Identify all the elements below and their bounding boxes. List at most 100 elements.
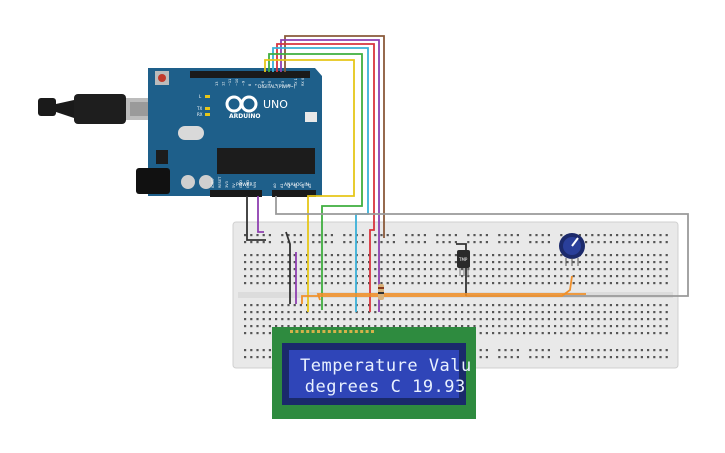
breadboard-hole[interactable] (324, 304, 327, 307)
breadboard-hole[interactable] (306, 325, 309, 328)
breadboard-hole[interactable] (622, 268, 625, 271)
breadboard-hole[interactable] (485, 261, 488, 264)
breadboard-hole[interactable] (616, 254, 619, 257)
breadboard-hole[interactable] (405, 311, 408, 314)
breadboard-rail-hole[interactable] (504, 234, 507, 237)
breadboard-hole[interactable] (659, 254, 662, 257)
breadboard-hole[interactable] (454, 325, 457, 328)
breadboard-rail-hole[interactable] (299, 241, 302, 244)
breadboard-hole[interactable] (467, 318, 470, 321)
breadboard-hole[interactable] (492, 268, 495, 271)
breadboard-hole[interactable] (665, 282, 668, 285)
breadboard-rail-hole[interactable] (628, 234, 631, 237)
breadboard-hole[interactable] (578, 332, 581, 335)
breadboard-hole[interactable] (293, 254, 296, 257)
breadboard-hole[interactable] (417, 325, 420, 328)
breadboard-hole[interactable] (585, 318, 588, 321)
breadboard-hole[interactable] (454, 282, 457, 285)
breadboard-hole[interactable] (541, 332, 544, 335)
breadboard-rail-hole[interactable] (609, 234, 612, 237)
breadboard-rail-hole[interactable] (405, 234, 408, 237)
breadboard-hole[interactable] (430, 268, 433, 271)
breadboard-hole[interactable] (324, 275, 327, 278)
breadboard-rail-hole[interactable] (591, 356, 594, 359)
breadboard-rail-hole[interactable] (665, 241, 668, 244)
breadboard-rail-hole[interactable] (473, 241, 476, 244)
breadboard-hole[interactable] (541, 275, 544, 278)
breadboard-hole[interactable] (554, 261, 557, 264)
breadboard-hole[interactable] (653, 268, 656, 271)
breadboard-rail-hole[interactable] (479, 241, 482, 244)
breadboard-hole[interactable] (640, 282, 643, 285)
breadboard-hole[interactable] (430, 261, 433, 264)
breadboard-rail-hole[interactable] (256, 356, 259, 359)
breadboard-rail-hole[interactable] (256, 234, 259, 237)
breadboard-rail-hole[interactable] (504, 349, 507, 352)
breadboard-hole[interactable] (330, 318, 333, 321)
breadboard-hole[interactable] (634, 318, 637, 321)
breadboard-hole[interactable] (554, 275, 557, 278)
breadboard-hole[interactable] (262, 304, 265, 307)
breadboard-hole[interactable] (529, 282, 532, 285)
breadboard-hole[interactable] (380, 311, 383, 314)
breadboard-hole[interactable] (628, 318, 631, 321)
breadboard-hole[interactable] (256, 318, 259, 321)
breadboard-hole[interactable] (628, 332, 631, 335)
breadboard-hole[interactable] (442, 254, 445, 257)
breadboard-hole[interactable] (454, 268, 457, 271)
breadboard-hole[interactable] (640, 332, 643, 335)
breadboard-hole[interactable] (442, 325, 445, 328)
breadboard-hole[interactable] (250, 304, 253, 307)
breadboard-hole[interactable] (659, 261, 662, 264)
breadboard-hole[interactable] (349, 325, 352, 328)
breadboard-hole[interactable] (578, 268, 581, 271)
breadboard-hole[interactable] (665, 261, 668, 264)
breadboard-hole[interactable] (287, 275, 290, 278)
breadboard-hole[interactable] (467, 325, 470, 328)
breadboard-hole[interactable] (566, 268, 569, 271)
breadboard-hole[interactable] (479, 332, 482, 335)
lcd-pin[interactable] (360, 330, 364, 333)
breadboard-hole[interactable] (405, 318, 408, 321)
breadboard-hole[interactable] (665, 318, 668, 321)
breadboard-rail-hole[interactable] (498, 241, 501, 244)
breadboard-rail-hole[interactable] (634, 349, 637, 352)
breadboard-hole[interactable] (653, 282, 656, 285)
breadboard-hole[interactable] (498, 332, 501, 335)
breadboard-rail-hole[interactable] (547, 241, 550, 244)
breadboard-hole[interactable] (498, 275, 501, 278)
breadboard-hole[interactable] (318, 275, 321, 278)
breadboard-hole[interactable] (485, 282, 488, 285)
breadboard-hole[interactable] (535, 311, 538, 314)
breadboard-hole[interactable] (597, 332, 600, 335)
breadboard-hole[interactable] (647, 268, 650, 271)
breadboard-hole[interactable] (268, 282, 271, 285)
breadboard-hole[interactable] (634, 275, 637, 278)
breadboard-rail-hole[interactable] (244, 234, 247, 237)
breadboard-hole[interactable] (516, 254, 519, 257)
breadboard-hole[interactable] (355, 325, 358, 328)
breadboard-hole[interactable] (287, 325, 290, 328)
breadboard-rail-hole[interactable] (485, 241, 488, 244)
breadboard-hole[interactable] (535, 268, 538, 271)
breadboard-rail-hole[interactable] (485, 234, 488, 237)
breadboard-hole[interactable] (293, 318, 296, 321)
breadboard-rail-hole[interactable] (640, 234, 643, 237)
breadboard-hole[interactable] (473, 275, 476, 278)
breadboard-hole[interactable] (392, 282, 395, 285)
breadboard-hole[interactable] (423, 275, 426, 278)
breadboard-hole[interactable] (442, 304, 445, 307)
breadboard-hole[interactable] (293, 304, 296, 307)
breadboard-hole[interactable] (417, 275, 420, 278)
breadboard-hole[interactable] (603, 318, 606, 321)
breadboard-hole[interactable] (343, 261, 346, 264)
breadboard-hole[interactable] (665, 325, 668, 328)
breadboard-hole[interactable] (349, 318, 352, 321)
breadboard-hole[interactable] (349, 282, 352, 285)
breadboard-hole[interactable] (523, 254, 526, 257)
breadboard-hole[interactable] (547, 261, 550, 264)
breadboard-hole[interactable] (622, 254, 625, 257)
breadboard-hole[interactable] (380, 268, 383, 271)
breadboard-hole[interactable] (436, 304, 439, 307)
breadboard-hole[interactable] (250, 318, 253, 321)
